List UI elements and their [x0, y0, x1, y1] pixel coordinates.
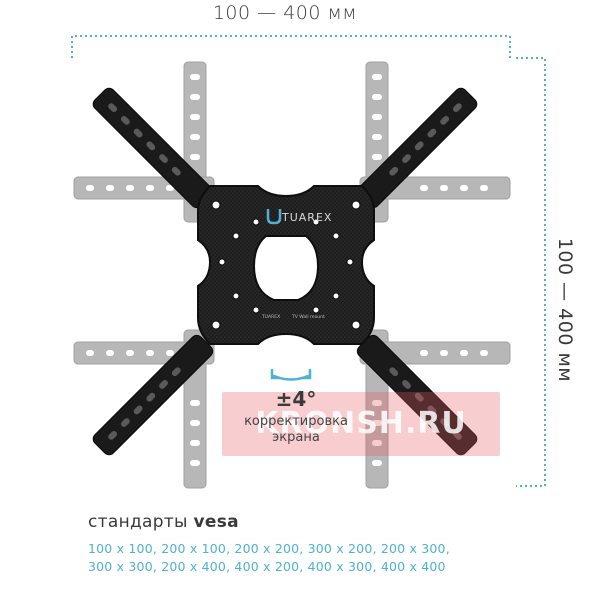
vesa-standards-line1: 100 х 100, 200 х 100, 200 х 200, 300 х 2… — [88, 541, 450, 556]
ghost-arms — [73, 61, 511, 489]
tilt-angle-label: ±4° — [275, 387, 317, 411]
height-dimension-guide — [516, 57, 546, 487]
plate-sticker-product: TV Wall mount — [291, 314, 325, 320]
brand-logo-text: TUAREX — [281, 211, 332, 224]
plate-sticker-brand: TUAREX — [261, 314, 280, 320]
vesa-standards-list: 100 х 100, 200 х 100, 200 х 200, 300 х 2… — [88, 540, 508, 576]
mount-arm-slots — [108, 103, 462, 440]
width-dimension-guide — [71, 35, 511, 58]
vesa-title-prefix: стандарты — [88, 512, 188, 532]
mount-plate: TUAREX TUAREX TV Wall mount — [197, 185, 375, 345]
vesa-title-bold: vesa — [193, 512, 239, 532]
watermark: KRONSH.RU — [222, 392, 500, 456]
tilt-description-line1: корректировка — [244, 414, 348, 429]
tilt-description-line2: экрана — [272, 430, 320, 445]
tilt-description: корректировка экрана — [216, 414, 376, 446]
tilt-arrow-icon — [270, 368, 312, 381]
brand-logo-icon — [266, 209, 282, 225]
vesa-standards-line2: 300 х 300, 200 х 400, 400 х 200, 400 х 3… — [88, 559, 446, 574]
vesa-standards-title: стандарты vesa — [88, 512, 239, 532]
width-dimension-label: 100 — 400 мм — [212, 2, 358, 24]
ghost-arm-slots — [86, 74, 488, 466]
